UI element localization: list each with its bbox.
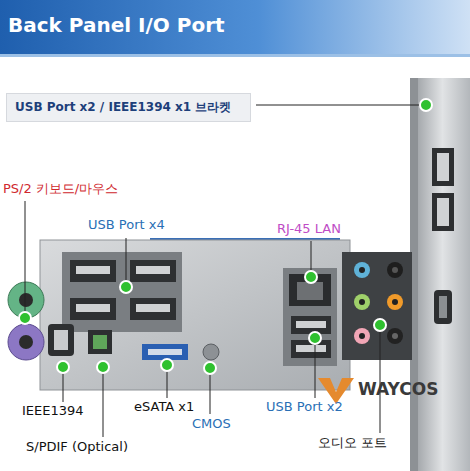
port-label: 오디오 포트: [318, 436, 387, 451]
port-label: USB Port x4: [88, 218, 165, 233]
port-label: IEEE1394: [22, 404, 84, 419]
port-label: USB Port x2: [266, 400, 343, 415]
port-label: S/PDIF (Optical): [26, 440, 128, 455]
watermark: WAYCOS: [358, 380, 438, 400]
banner-title: Back Panel I/O Port: [8, 14, 225, 37]
port-label: PS/2 키보드/마우스: [3, 182, 118, 197]
port-label: eSATA x1: [134, 400, 194, 415]
label-box: USB Port x2 / IEEE1394 x1 브라켓: [6, 93, 251, 122]
box-label: USB Port x2 / IEEE1394 x1 브라켓: [15, 99, 242, 116]
port-label: CMOS: [192, 417, 231, 432]
port-label: RJ-45 LAN: [277, 222, 341, 237]
